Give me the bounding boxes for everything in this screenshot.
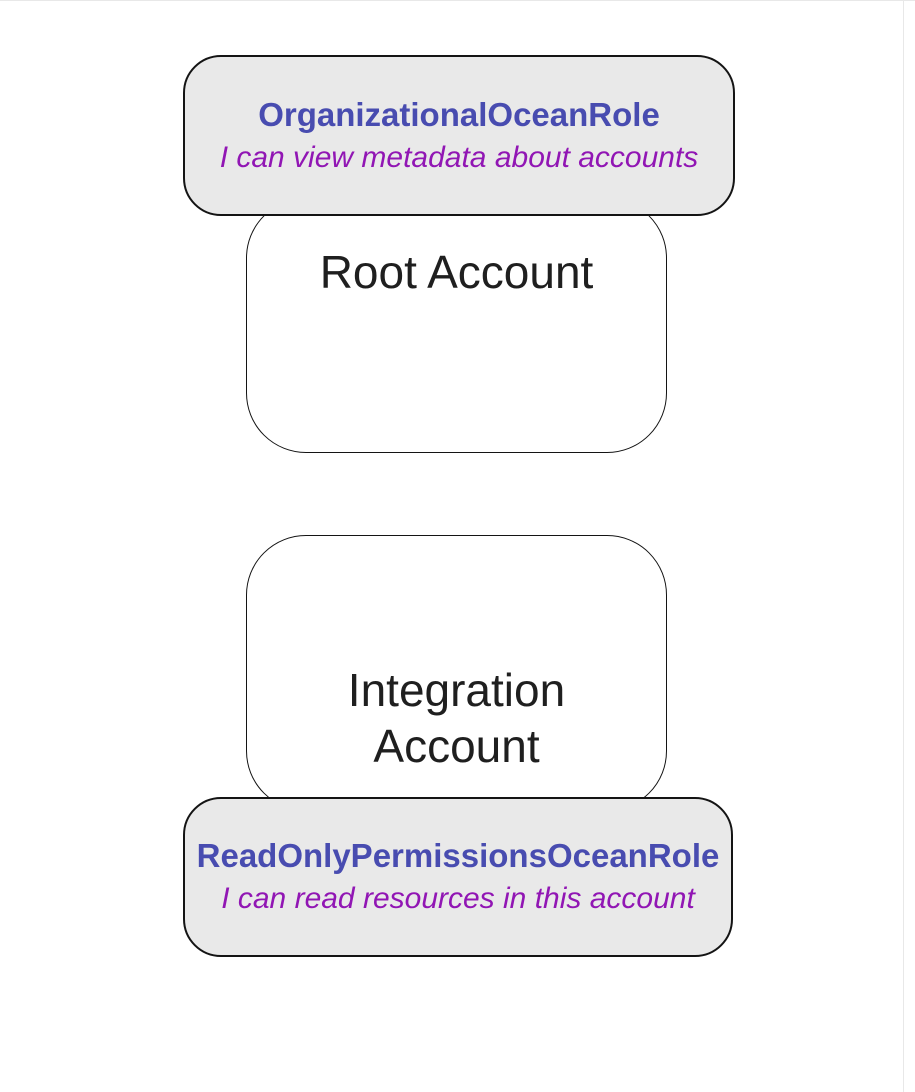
root-account-label: Root Account <box>319 246 594 298</box>
organizational-ocean-role-badge: OrganizationalOceanRole I can view metad… <box>183 55 735 216</box>
page-right-border <box>903 0 904 1092</box>
organizational-role-description: I can view metadata about accounts <box>219 140 699 174</box>
root-account-node: Root Account <box>246 198 667 453</box>
readonly-permissions-ocean-role-badge: ReadOnlyPermissionsOceanRole I can read … <box>183 797 733 957</box>
integration-account-label: Integration Account <box>247 662 666 774</box>
integration-account-label-line2: Account <box>373 720 540 772</box>
organizational-role-name: OrganizationalOceanRole <box>258 95 660 133</box>
readonly-role-description: I can read resources in this account <box>221 882 695 915</box>
readonly-role-name: ReadOnlyPermissionsOceanRole <box>196 837 720 874</box>
integration-account-label-line1: Integration <box>347 664 566 716</box>
integration-account-node: Integration Account <box>246 535 667 811</box>
page-top-border <box>0 0 915 1</box>
